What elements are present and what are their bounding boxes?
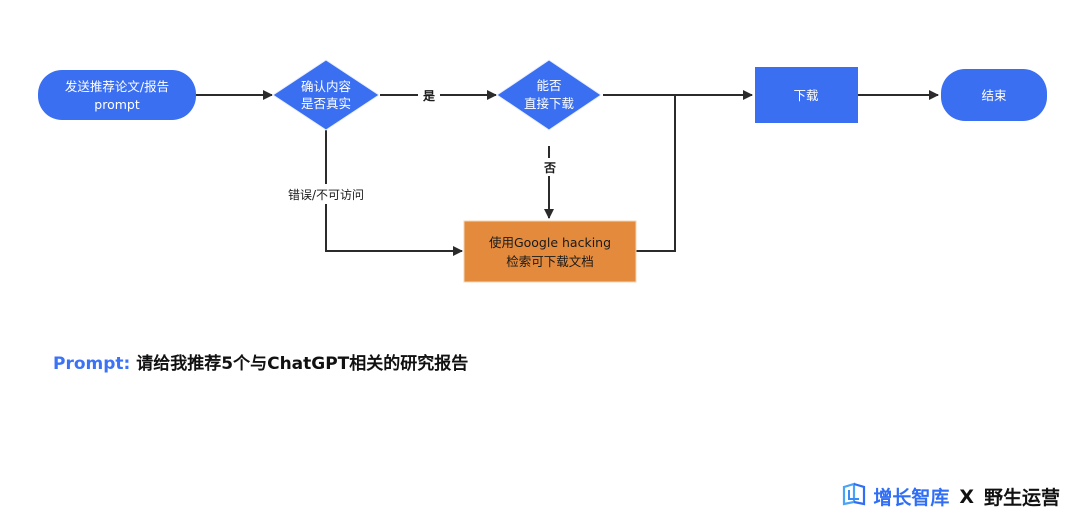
footer-branding: 增长智库 X 野生运营 <box>841 482 1060 511</box>
node-google-line1: 使用Google hacking <box>489 235 611 250</box>
node-start-line1: 发送推荐论文/报告 <box>65 79 169 94</box>
brand-separator: X <box>959 485 974 508</box>
edge-label-no: 否 <box>543 161 556 175</box>
prompt-key: Prompt: <box>53 354 131 374</box>
prompt-example: Prompt: 请给我推荐5个与ChatGPT相关的研究报告 <box>53 349 468 374</box>
node-google-line2: 检索可下载文档 <box>506 254 594 269</box>
cube-logo-icon <box>841 482 867 511</box>
node-start-line2: prompt <box>94 97 140 112</box>
brand-a: 增长智库 <box>873 487 950 509</box>
node-verify-line1: 确认内容 <box>301 79 351 94</box>
node-google-hacking: 使用Google hacking 检索可下载文档 <box>463 220 637 283</box>
node-verify: 确认内容 是否真实 <box>272 59 380 131</box>
prompt-value: 请给我推荐5个与ChatGPT相关的研究报告 <box>136 354 469 374</box>
node-end-label: 结束 <box>981 88 1007 103</box>
edge-google-to-download <box>636 95 676 252</box>
node-can-download: 能否 直接下载 <box>496 59 602 131</box>
node-start: 发送推荐论文/报告 prompt <box>38 70 196 120</box>
edge-label-yes: 是 <box>422 89 436 103</box>
brand-b: 野生运营 <box>983 487 1060 509</box>
edge-label-bg <box>278 184 378 204</box>
node-can-download-line1: 能否 <box>536 78 561 93</box>
node-end: 结束 <box>941 69 1047 121</box>
node-download: 下载 <box>755 67 858 123</box>
node-download-label: 下载 <box>793 88 819 103</box>
edge-label-bg <box>418 86 440 104</box>
node-verify-line2: 是否真实 <box>301 96 351 111</box>
edge-label-bg <box>540 158 560 176</box>
edge-label-error: 错误/不可访问 <box>288 188 364 202</box>
edge-verify-to-google <box>325 130 463 256</box>
node-can-download-line2: 直接下载 <box>524 96 575 111</box>
